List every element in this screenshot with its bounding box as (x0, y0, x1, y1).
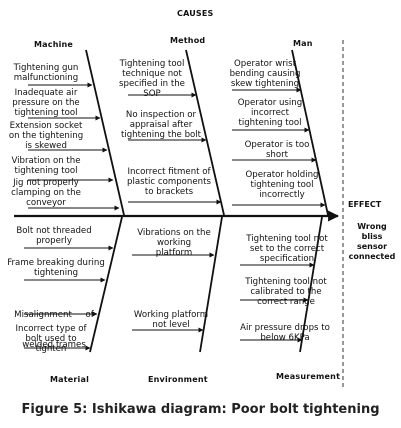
cause-line: calibrated to the (250, 287, 322, 297)
cause-line: Inadequate air (14, 88, 78, 98)
cause-line: set to the correct (249, 244, 325, 254)
cause-material-3: Misalignment of welded frames (6, 290, 102, 370)
cause-environment-2: Working platform not level (130, 310, 212, 330)
cause-man-1: Operator wrist bending causing skew tigh… (224, 59, 306, 89)
bone-material (89, 216, 123, 353)
cause-line: Tightening tool not (245, 277, 327, 287)
cause-line: Operator using (237, 98, 303, 108)
cause-line: working (156, 238, 192, 248)
cause-line: Incorrect type of (15, 324, 87, 334)
cause-line: tightening tool (250, 180, 314, 190)
cause-material-2: Frame breaking during tightening (6, 258, 106, 278)
cause-line: specified in the (119, 79, 185, 89)
cause-environment-1: Vibrations on the working platform (132, 228, 216, 258)
cause-man-4: Operator holding tightening tool incorre… (240, 170, 324, 200)
cause-line: tightening (33, 268, 79, 278)
cause-line: technique not (122, 69, 182, 79)
category-label-measurement: Measurement (276, 372, 341, 381)
cause-line: Jig not properly (13, 178, 79, 188)
cause-line: Operator is too (244, 140, 310, 150)
cause-line: skew tightening (230, 79, 300, 89)
category-label-environment: Environment (148, 375, 208, 384)
cause-line: Frame breaking during (7, 258, 105, 268)
cause-method-2: No inspection or appraisal after tighten… (118, 110, 204, 140)
cause-machine-3: Extension socket on the tightening is sk… (4, 121, 88, 151)
cause-line: Bolt not threaded (16, 226, 92, 236)
cause-line: Working platform (133, 310, 209, 320)
cause-line: clamping on the (11, 188, 81, 198)
cause-line: conveyor (26, 198, 66, 208)
cause-line: Air pressure drops to (240, 323, 330, 333)
cause-line: below 6KPa (260, 333, 310, 343)
category-label-method: Method (170, 36, 206, 45)
cause-line: incorrect (251, 108, 289, 118)
cause-line: Tightening tool not (246, 234, 328, 244)
cause-machine-2: Inadequate air pressure on the tightenin… (4, 88, 88, 118)
cause-line: specification (259, 254, 315, 264)
cause-line: Misalignment of (14, 310, 94, 320)
causes-title: CAUSES (177, 9, 214, 18)
cause-line: not level (152, 320, 190, 330)
bone-environment (199, 216, 223, 353)
cause-line: tightening tool (14, 108, 78, 118)
cause-machine-1: Tightening gun malfunctioning (4, 63, 88, 83)
cause-line: SOP (143, 89, 161, 99)
cause-line: tightening tool (238, 118, 302, 128)
cause-line: plastic components (127, 177, 211, 187)
effect-line: Wrong (357, 222, 387, 231)
effect-line: connected (348, 252, 396, 261)
cause-line: properly (36, 236, 72, 246)
bone-method (185, 49, 225, 216)
cause-machine-4: Vibration on the tightening tool (4, 156, 88, 176)
cause-line: tightening tool (14, 166, 78, 176)
category-label-machine: Machine (34, 40, 74, 49)
cause-line: Incorrect fitment of (127, 167, 211, 177)
cause-line: short (265, 150, 289, 160)
cause-line: pressure on the (12, 98, 80, 108)
cause-line: No inspection or (125, 110, 197, 120)
cause-method-1: Tightening tool technique not specified … (112, 59, 192, 99)
effect-title: EFFECT (348, 200, 382, 209)
cause-line: tighten (35, 344, 67, 354)
cause-man-3: Operator is too short (236, 140, 318, 160)
cause-line: bending causing (229, 69, 301, 79)
cause-measurement-3: Air pressure drops to below 6KPa (236, 323, 334, 343)
cause-line: welded frames (22, 340, 86, 350)
cause-line: Extension socket (9, 121, 83, 131)
effect-line: sensor (356, 242, 388, 251)
bone-measurement (299, 216, 323, 353)
cause-line: incorrectly (259, 190, 305, 200)
cause-line: Vibrations on the (137, 228, 211, 238)
cause-line: Tightening tool (119, 59, 185, 69)
category-label-man: Man (293, 39, 313, 48)
cause-line: Vibration on the (11, 156, 81, 166)
cause-line: tightening the bolt (120, 130, 202, 140)
cause-line: on the tightening (8, 131, 84, 141)
effect-line: bliss (361, 232, 383, 241)
cause-man-2: Operator using incorrect tightening tool (230, 98, 310, 128)
cause-material-4: Incorrect type of bolt used to tighten (6, 324, 96, 354)
cause-method-3: Incorrect fitment of plastic components … (118, 167, 220, 197)
figure-caption: Figure 5: Ishikawa diagram: Poor bolt ti… (21, 402, 380, 417)
cause-line: Tightening gun (13, 63, 79, 73)
cause-line: appraisal after (129, 120, 193, 130)
cause-measurement-1: Tightening tool not set to the correct s… (240, 234, 334, 264)
cause-line: Operator wrist (234, 59, 296, 69)
cause-line: platform (155, 248, 193, 258)
cause-line: Operator holding (245, 170, 319, 180)
cause-material-1: Bolt not threaded properly (8, 226, 100, 246)
cause-measurement-2: Tightening tool not calibrated to the co… (238, 277, 334, 307)
cause-line: is skewed (25, 141, 67, 151)
effect-text: Wrong bliss sensor connected (344, 222, 400, 262)
cause-line: to brackets (144, 187, 194, 197)
cause-machine-5: Jig not properly clamping on the conveyo… (4, 178, 88, 208)
bone-machine (85, 49, 125, 216)
cause-line: bolt used to (25, 334, 77, 344)
cause-line: correct range (257, 297, 315, 307)
bone-man (291, 49, 329, 216)
cause-line: malfunctioning (13, 73, 79, 83)
category-label-material: Material (50, 375, 90, 384)
